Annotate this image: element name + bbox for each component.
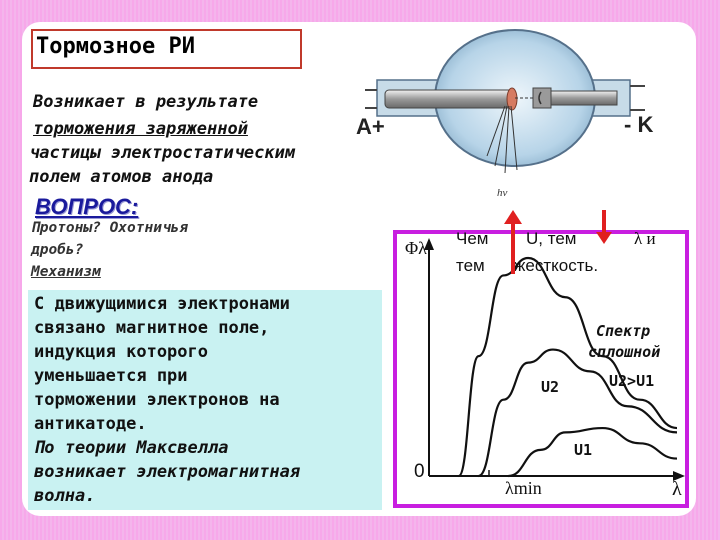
statement-line2-b: жесткость. xyxy=(514,256,599,275)
title-box xyxy=(31,29,302,69)
series-label-u1: U1 xyxy=(574,441,593,459)
question-line-1: Протоны? Охотничья xyxy=(31,220,189,236)
ray-label: hv xyxy=(497,187,508,199)
question-line-3: Механизм xyxy=(31,264,101,280)
x-axis-label: λ xyxy=(672,478,682,500)
statement-arrows xyxy=(504,210,612,274)
question-heading: ВОПРОС: xyxy=(35,194,139,219)
anode-sign: A+ xyxy=(356,114,385,139)
answer-line-2: связано магнитное поле, xyxy=(34,318,270,338)
origin-label: 0 xyxy=(414,461,425,482)
statement-line1-c: λ и xyxy=(634,229,656,248)
spectrum-chart xyxy=(424,238,685,481)
answer-line-6: антикатоде. xyxy=(34,414,147,434)
spectrum-curve-lower xyxy=(508,426,678,478)
intro-line-1: Возникает в результате xyxy=(33,92,259,112)
cathode-rod xyxy=(550,90,618,106)
anode-rod xyxy=(384,89,514,109)
lambda-min-label: λmin xyxy=(505,478,542,498)
answer-line-5: торможении электронов на xyxy=(34,390,280,410)
filament xyxy=(538,91,542,105)
statement-line1-a: Чем xyxy=(456,229,489,248)
x-axis-arrow xyxy=(673,471,685,481)
series-label-u2: U2 xyxy=(541,378,560,396)
theory-line-3: волна. xyxy=(34,486,96,506)
answer-box xyxy=(28,290,382,510)
y-axis-arrow xyxy=(424,238,434,250)
theory-line-1: По теории Максвелла xyxy=(34,438,229,458)
intro-line-4: полем атомов анода xyxy=(29,167,214,187)
terminal-pins xyxy=(365,85,645,111)
answer-line-4: уменьшается при xyxy=(34,366,188,386)
intro-line-2: торможения заряженной xyxy=(33,119,248,139)
spectrum-curve-u2 xyxy=(457,256,678,478)
up-arrow-icon xyxy=(504,210,522,274)
intro-line-3: частицы электростатическим xyxy=(29,143,296,163)
statement-line1-b: U, тем xyxy=(526,229,577,248)
xray-tube-illustration: hv xyxy=(365,29,645,199)
question-line-2: дробь? xyxy=(31,242,84,258)
cathode-cup xyxy=(532,87,552,109)
slide-title: Тормозное РИ xyxy=(36,34,195,59)
answer-line-1: С движущимися электронами xyxy=(34,294,290,314)
voltage-comparison: U2>U1 xyxy=(609,372,655,390)
cathode-sign: - K xyxy=(624,112,654,137)
answer-line-3: индукция которого xyxy=(34,342,208,362)
down-arrow-icon xyxy=(596,210,612,244)
xray-rays xyxy=(486,105,518,174)
spectrum-curve-u1 xyxy=(478,348,678,478)
spectrum-annotation-title: Спектр xyxy=(596,322,651,340)
theory-line-2: возникает электромагнитная xyxy=(34,462,301,482)
anode-target xyxy=(506,87,518,111)
statement-line2-a: тем xyxy=(456,256,485,275)
y-axis-label: Φλ xyxy=(405,238,427,258)
spectrum-annotation-sub: сплошной xyxy=(588,343,661,361)
spectrum-chart-frame xyxy=(393,230,689,508)
